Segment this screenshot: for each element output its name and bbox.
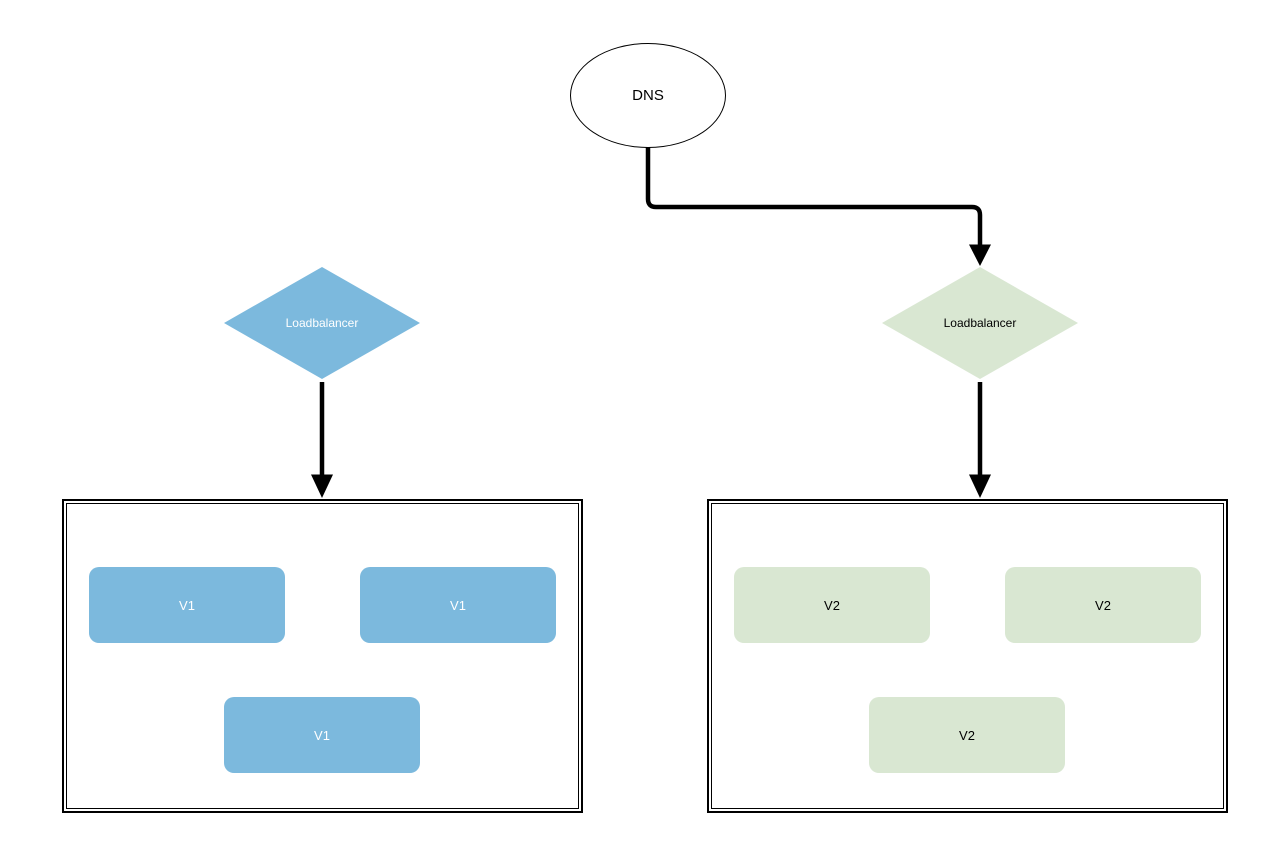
v1-instance-label: V1 [314, 727, 330, 743]
v2-instance-label: V2 [824, 597, 840, 613]
loadbalancer-v1-label: Loadbalancer [285, 316, 359, 330]
loadbalancer-v2-node: Loadbalancer [882, 267, 1078, 379]
v2-instance-label: V2 [959, 727, 975, 743]
dns-label: DNS [632, 87, 664, 104]
v1-instance-node: V1 [89, 567, 285, 643]
dns-node: DNS [570, 43, 726, 148]
v1-instance-node: V1 [224, 697, 420, 773]
loadbalancer-v1-node: Loadbalancer [224, 267, 420, 379]
v1-instance-label: V1 [450, 597, 466, 613]
v2-cluster-box: V2 V2 V2 [707, 499, 1228, 813]
v1-cluster-box: V1 V1 V1 [62, 499, 583, 813]
v1-instance-node: V1 [360, 567, 556, 643]
blue-lb-to-v1-cluster-arrow [311, 382, 333, 498]
v2-instance-node: V2 [1005, 567, 1201, 643]
v1-instance-label: V1 [179, 597, 195, 613]
v2-instance-node: V2 [734, 567, 930, 643]
v2-instance-label: V2 [1095, 597, 1111, 613]
v2-instance-node: V2 [869, 697, 1065, 773]
dns-to-green-lb-arrow [645, 147, 991, 266]
green-lb-to-v2-cluster-arrow [969, 382, 991, 498]
loadbalancer-v2-label: Loadbalancer [943, 316, 1017, 330]
